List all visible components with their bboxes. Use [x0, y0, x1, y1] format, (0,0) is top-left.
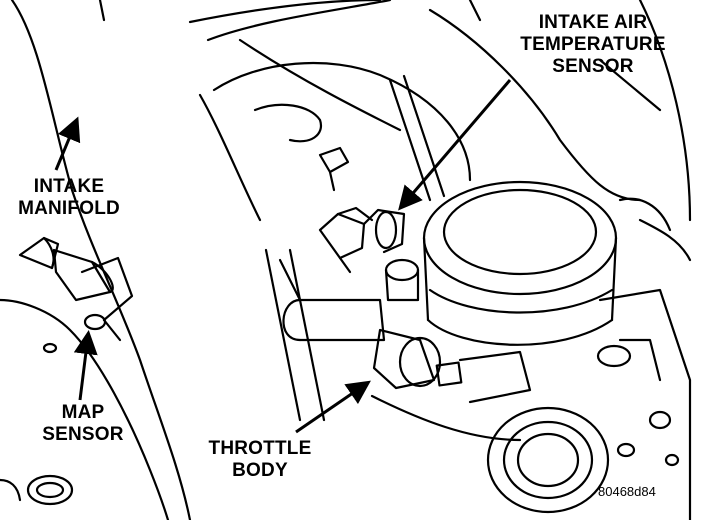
intake-label-line1: INTAKE	[33, 176, 105, 197]
intake-label-line2: MANIFOLD	[18, 198, 120, 219]
intake-manifold-leader-arrow	[54, 116, 81, 171]
intake-manifold-label: INTAKE MANIFOLD	[6, 176, 132, 220]
throttle-label-line2: BODY	[232, 460, 288, 481]
figure-code: 80468d84	[598, 484, 656, 499]
intake-air-temperature-sensor	[318, 206, 406, 274]
map-sensor	[18, 236, 134, 342]
iat-label-line2: TEMPERATURE	[520, 34, 666, 55]
iat-label-line1: INTAKE AIR	[538, 12, 648, 33]
engine-housing	[188, 0, 692, 222]
throttle-body-label: THROTTLE BODY	[188, 438, 332, 482]
iat-label-line3: SENSOR	[552, 56, 634, 77]
iat-leader-arrow	[398, 79, 512, 211]
throttle-body-leader-arrow	[295, 380, 371, 434]
upper-bolt	[318, 146, 350, 192]
map-sensor-leader-arrow	[73, 330, 98, 401]
map-label-line1: MAP	[61, 402, 105, 423]
throttle-label-line1: THROTTLE	[208, 438, 312, 459]
intake-air-temperature-sensor-label: INTAKE AIR TEMPERATURE SENSOR	[500, 12, 686, 78]
throttle-body	[264, 180, 618, 442]
map-label-line2: SENSOR	[42, 424, 124, 445]
map-sensor-label: MAP SENSOR	[28, 402, 138, 446]
intake-manifold-outline	[0, 0, 192, 520]
throttle-linkage	[486, 197, 692, 520]
